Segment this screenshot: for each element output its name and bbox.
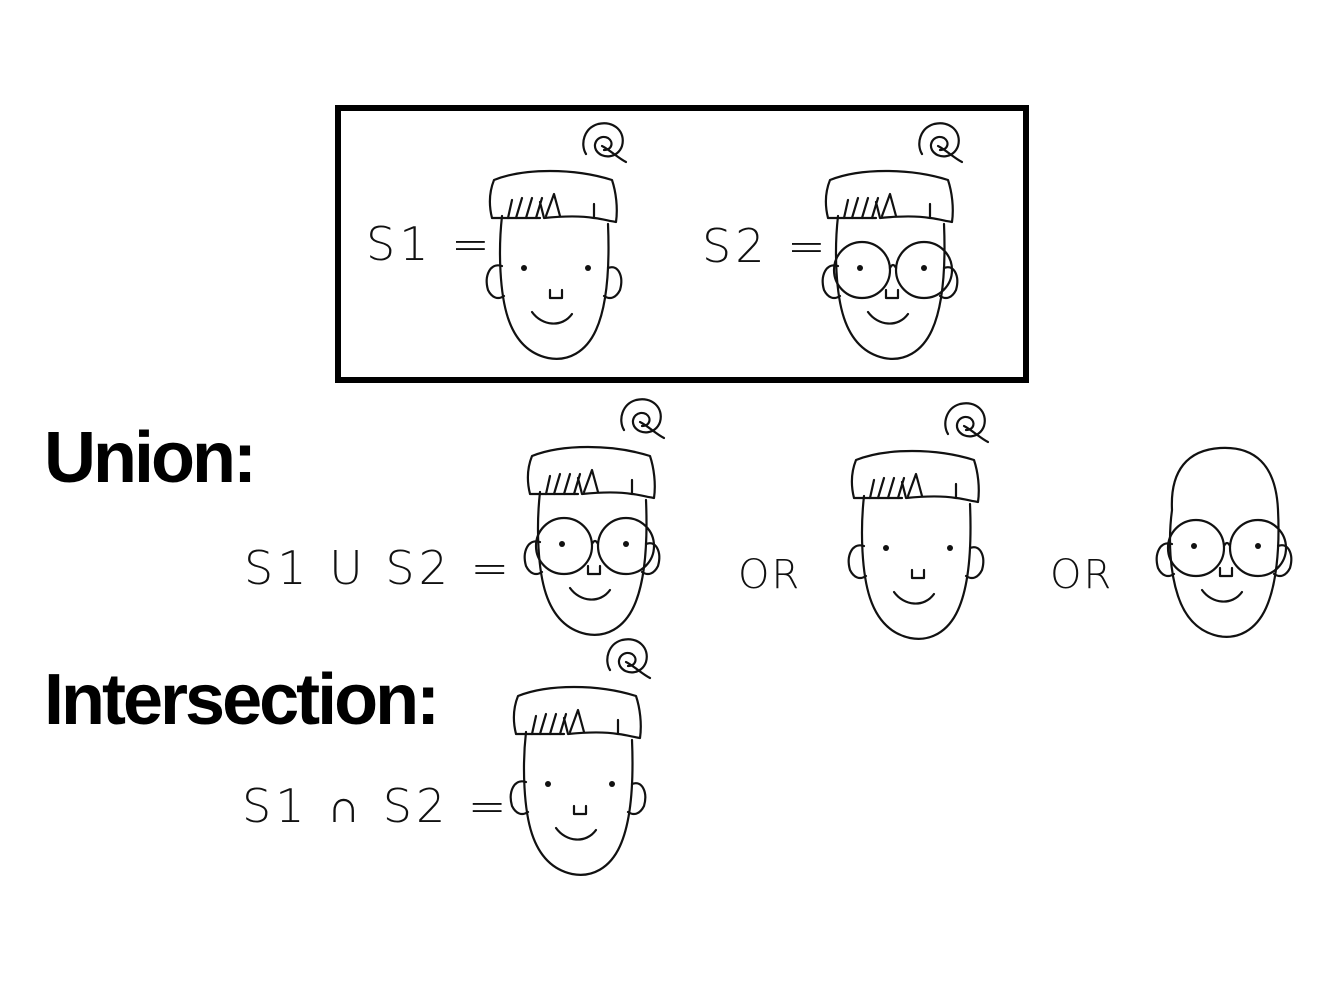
union-result-bun-glasses-icon — [525, 399, 664, 635]
s2-definition-label: S2 = — [702, 219, 830, 273]
union-result-bald-glasses-icon — [1157, 448, 1291, 637]
intersection-result-bun-icon — [511, 639, 650, 875]
union-result-bun-icon — [849, 403, 988, 639]
intersection-section: Intersection: S1 ∩ S2 = — [44, 639, 650, 875]
definition-box: S1 = S2 = — [335, 105, 1029, 383]
definition-box-frame — [335, 105, 1029, 383]
s1-definition-label: S1 = — [366, 217, 494, 271]
union-or-2: OR — [1050, 552, 1113, 598]
union-section: Union: S1 U S2 = OR OR — [44, 399, 1291, 639]
union-or-1: OR — [738, 552, 801, 598]
intersection-heading: Intersection: — [44, 660, 437, 740]
union-heading: Union: — [44, 418, 254, 498]
intersection-expression: S1 ∩ S2 = — [242, 779, 510, 833]
s2-person-with-glasses-icon — [823, 123, 962, 359]
s1-person-icon — [487, 123, 626, 359]
union-expression: S1 U S2 = — [244, 541, 513, 595]
